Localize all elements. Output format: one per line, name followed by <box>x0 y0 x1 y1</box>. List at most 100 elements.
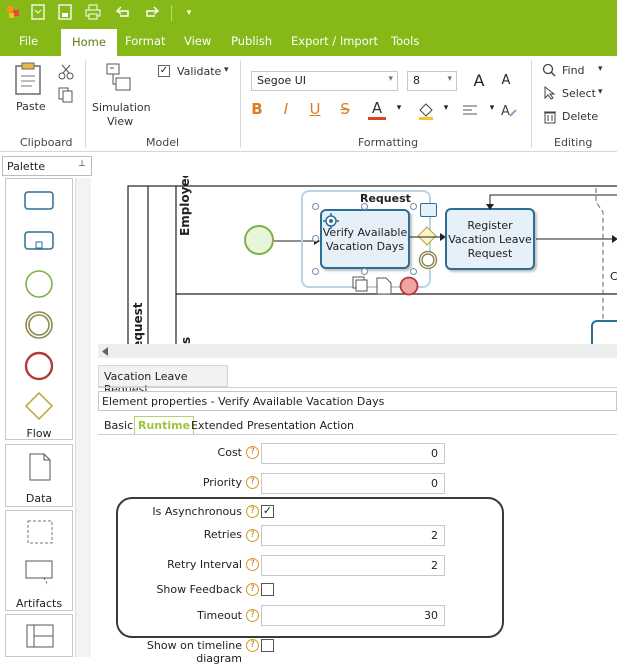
swimlane-shape-icon[interactable] <box>25 623 55 649</box>
document-tab[interactable]: Vacation Leave Request <box>98 365 228 396</box>
start-event[interactable] <box>242 223 276 257</box>
new-document-icon[interactable] <box>29 4 47 22</box>
select-dropdown-icon[interactable]: ▾ <box>598 87 603 97</box>
font-size-select[interactable]: 8▾ <box>407 71 457 91</box>
palette-section-flow[interactable]: Flow <box>26 427 52 440</box>
help-icon[interactable]: ? <box>246 639 259 652</box>
find-dropdown-icon[interactable]: ▾ <box>598 64 603 74</box>
italic-button[interactable]: I <box>283 100 289 118</box>
append-gateway-icon[interactable] <box>417 226 437 246</box>
selection-handle[interactable] <box>312 235 319 242</box>
redo-icon[interactable] <box>143 4 161 22</box>
save-icon[interactable] <box>56 4 74 22</box>
retry-interval-input[interactable]: 2 <box>261 555 445 576</box>
gateway-shape-icon[interactable] <box>24 391 54 421</box>
delete-button[interactable]: Delete <box>562 110 599 123</box>
subprocess-shape-icon[interactable] <box>24 229 54 251</box>
start-event-shape-icon[interactable] <box>24 269 54 299</box>
help-icon[interactable]: ? <box>246 558 259 571</box>
pin-icon[interactable]: ⊥ <box>78 159 86 169</box>
cost-input[interactable]: 0 <box>261 443 445 464</box>
simulation-label-1: Simulation <box>92 101 151 114</box>
palette-scrollbar[interactable] <box>75 178 91 657</box>
undo-icon[interactable] <box>114 4 132 22</box>
customize-toolbar-icon[interactable]: ▾ <box>186 8 192 18</box>
cut-icon[interactable] <box>58 64 74 83</box>
diagram-canvas[interactable]: Employee Request s Request Verify Availa… <box>98 176 617 344</box>
scroll-left-icon[interactable] <box>102 347 108 356</box>
help-icon[interactable]: ? <box>246 583 259 596</box>
find-button[interactable]: Find <box>562 64 585 77</box>
tab-view[interactable]: View <box>184 34 212 48</box>
show-on-timeline-checkbox[interactable] <box>261 639 274 652</box>
selection-handle[interactable] <box>410 268 417 275</box>
show-feedback-checkbox[interactable] <box>261 583 274 596</box>
tab-publish[interactable]: Publish <box>231 34 272 48</box>
retries-input[interactable]: 2 <box>261 525 445 546</box>
validate-dropdown-icon[interactable]: ▾ <box>224 65 229 75</box>
strikethrough-button[interactable]: S <box>340 100 350 118</box>
help-icon[interactable]: ? <box>246 505 259 518</box>
intermediate-event-shape-icon[interactable] <box>24 310 54 340</box>
validate-check-icon[interactable]: ✓ <box>158 65 170 77</box>
align-dropdown-icon[interactable]: ▾ <box>489 103 495 113</box>
selection-handle[interactable] <box>361 203 368 210</box>
grow-font-icon[interactable]: A <box>473 71 485 90</box>
selection-handle[interactable] <box>312 203 319 210</box>
group-shape-icon[interactable] <box>26 519 54 545</box>
find-icon[interactable] <box>542 63 556 80</box>
clear-format-icon[interactable]: A <box>500 102 518 123</box>
task-shape-icon[interactable] <box>24 189 54 211</box>
tab-export-import[interactable]: Export / Import <box>291 34 378 48</box>
tab-presentation-action[interactable]: Presentation Action <box>247 419 355 432</box>
help-icon[interactable]: ? <box>246 609 259 622</box>
append-annotation-icon[interactable] <box>352 276 368 292</box>
is-asynchronous-checkbox[interactable]: ✓ <box>261 504 274 518</box>
timeout-input[interactable]: 30 <box>261 605 445 626</box>
palette-section-artifacts[interactable]: Artifacts <box>15 597 63 610</box>
end-event-shape-icon[interactable] <box>24 351 54 381</box>
bold-button[interactable]: B <box>251 100 263 118</box>
append-data-object-icon[interactable] <box>376 277 392 295</box>
shrink-font-icon[interactable]: A <box>501 73 511 88</box>
fill-color-dropdown-icon[interactable]: ▾ <box>443 103 449 113</box>
help-icon[interactable]: ? <box>246 529 259 542</box>
palette-section-data[interactable]: Data <box>25 492 53 505</box>
font-color-button[interactable]: A <box>368 99 386 120</box>
simulation-view-button[interactable] <box>104 62 134 97</box>
selection-handle[interactable] <box>410 203 417 210</box>
font-family-select[interactable]: Segoe UI▾ <box>251 71 398 91</box>
tab-format[interactable]: Format <box>125 34 166 48</box>
sequence-flow <box>536 235 617 243</box>
selection-handle[interactable] <box>312 268 319 275</box>
append-intermediate-event-icon[interactable] <box>418 250 438 270</box>
select-button[interactable]: Select <box>562 87 596 100</box>
selection-handle[interactable] <box>361 268 368 275</box>
diagram-horizontal-scrollbar[interactable] <box>98 344 617 358</box>
delete-icon[interactable] <box>544 110 556 127</box>
append-end-event-icon[interactable] <box>399 276 419 296</box>
tab-runtime[interactable]: Runtime <box>134 416 195 434</box>
task-partial[interactable] <box>591 320 617 344</box>
append-task-icon[interactable] <box>420 203 437 217</box>
align-icon[interactable] <box>462 104 478 121</box>
font-color-dropdown-icon[interactable]: ▾ <box>396 103 402 113</box>
help-icon[interactable]: ? <box>246 446 259 459</box>
tab-tools[interactable]: Tools <box>391 34 420 48</box>
priority-input[interactable]: 0 <box>261 473 445 494</box>
data-object-shape-icon[interactable] <box>28 453 52 481</box>
copy-icon[interactable] <box>58 87 74 106</box>
tab-file[interactable]: File <box>19 34 39 48</box>
select-cursor-icon[interactable] <box>543 85 557 103</box>
tab-basic[interactable]: Basic <box>104 419 134 432</box>
tab-extended[interactable]: Extended <box>191 419 244 432</box>
annotation-shape-icon[interactable] <box>24 559 56 587</box>
underline-button[interactable]: U <box>309 100 321 118</box>
paste-button[interactable] <box>14 62 44 99</box>
tab-home[interactable]: Home <box>61 29 117 56</box>
print-icon[interactable] <box>84 4 102 22</box>
fill-color-icon[interactable] <box>417 102 435 123</box>
validate-label[interactable]: Validate <box>177 65 222 78</box>
help-icon[interactable]: ? <box>246 476 259 489</box>
timeout-label: Timeout <box>197 609 242 622</box>
